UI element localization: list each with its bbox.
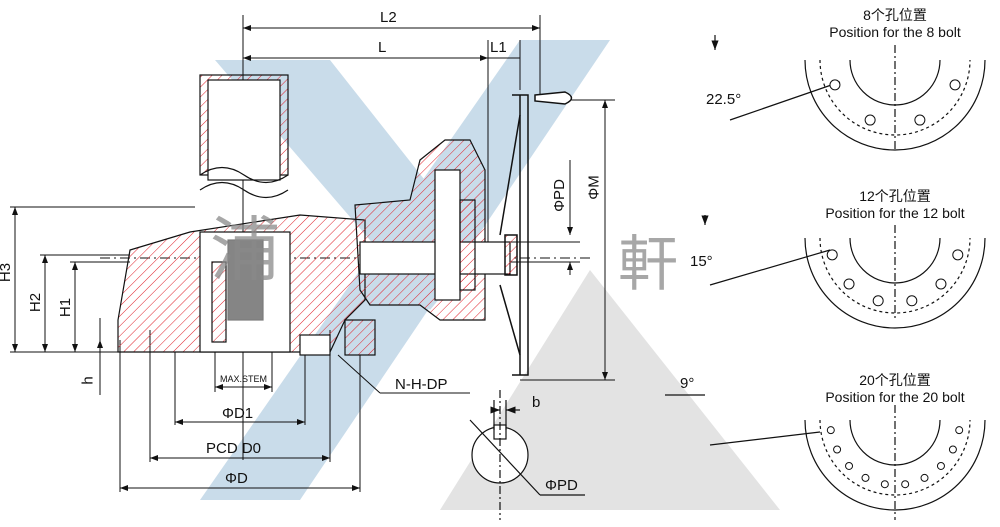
bolt-hole: [952, 249, 964, 261]
bolt-holes: [826, 79, 964, 489]
bolt-20-caption: 20个孔位置 Position for the 20 bolt: [800, 372, 990, 406]
dim-h: h: [79, 376, 97, 385]
bolt-12-title-cn: 12个孔位置: [859, 188, 931, 204]
dim-phi-pd: ΦPD: [550, 179, 568, 212]
dim-max-stem: MAX.STEM: [220, 374, 268, 384]
bolt-20-angle: 9°: [680, 375, 695, 392]
bolt-8-title-en: Position for the 8 bolt: [829, 24, 961, 40]
bolt-hole: [901, 480, 910, 489]
bolt-hole: [843, 278, 855, 290]
bolt-20-title-en: Position for the 20 bolt: [825, 389, 965, 405]
bolt-hole: [826, 249, 838, 261]
bolt-hole: [949, 79, 961, 91]
watermark-char-2: 軒: [618, 230, 678, 300]
bolt-hole: [880, 480, 889, 489]
bolt-hole: [920, 473, 929, 482]
actuator-body: [117, 74, 511, 356]
bolt-hole: [948, 445, 957, 454]
bolt-12-angle: 15°: [690, 253, 713, 270]
dim-phi-m: ΦM: [585, 175, 603, 200]
bolt-hole: [864, 114, 876, 126]
bolt-hole: [861, 473, 870, 482]
dim-key-phi-pd: ΦPD: [545, 477, 578, 494]
bolt-12-title-en: Position for the 12 bolt: [825, 205, 965, 221]
dim-n-h-dp: N-H-DP: [395, 376, 448, 393]
dim-pcd: PCD D0: [206, 440, 262, 457]
bolt-hole: [826, 426, 835, 435]
bolt-8-title-cn: 8个孔位置: [863, 7, 927, 23]
bolt-20-title-cn: 20个孔位置: [859, 372, 931, 388]
dim-phi-d: ΦD: [225, 470, 248, 487]
watermark-char-1: 浦: [210, 209, 280, 291]
bolt-hole: [914, 114, 926, 126]
bolt-hole: [829, 79, 841, 91]
bolt-hole: [955, 426, 964, 435]
dim-l: L: [378, 39, 387, 56]
bolt-hole: [833, 445, 842, 454]
bolt-12-caption: 12个孔位置 Position for the 12 bolt: [800, 188, 990, 222]
bolt-hole: [935, 278, 947, 290]
handwheel: [499, 91, 573, 376]
bolt-hole: [845, 461, 854, 470]
bolt-8-angle: 22.5°: [706, 91, 742, 108]
dim-h3: H3: [0, 262, 15, 283]
dim-l1: L1: [490, 39, 507, 56]
dim-b: b: [532, 394, 541, 411]
bolt-hole: [906, 295, 918, 307]
bolt-8-caption: 8个孔位置 Position for the 8 bolt: [800, 7, 990, 41]
dim-h2: H2: [27, 292, 45, 313]
dim-h1: H1: [57, 297, 75, 318]
key-section: [469, 390, 585, 520]
dim-l2: L2: [380, 9, 397, 26]
bolt-pattern-figures: [665, 35, 986, 520]
bolt-hole: [872, 295, 884, 307]
bolt-hole: [936, 461, 945, 470]
dim-phi-d1: ΦD1: [222, 405, 254, 422]
